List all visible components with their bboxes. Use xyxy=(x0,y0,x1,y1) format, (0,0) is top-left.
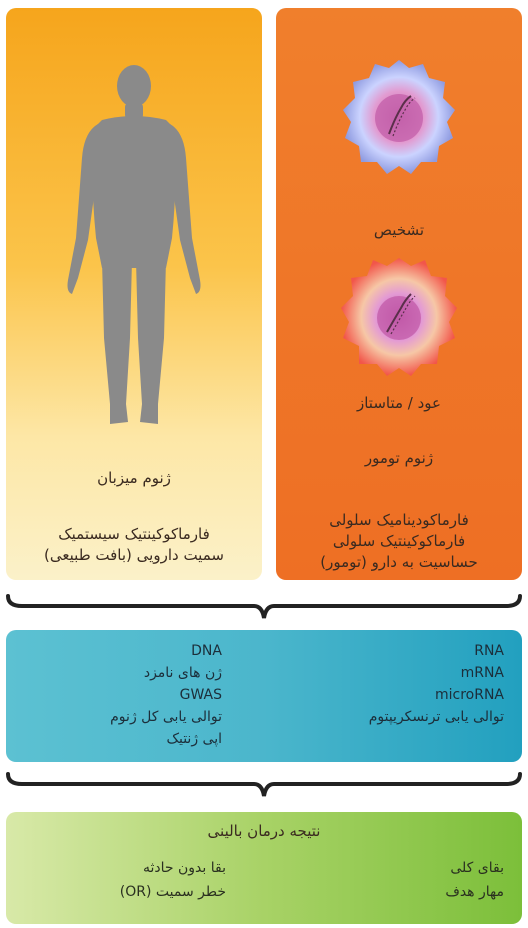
outcome-panel: نتیجه درمان بالینی بقای کلی مهار هدف بقا… xyxy=(6,812,522,924)
tumor-panel: تشخیص عود / متاستاز ژنوم تومور فارماکودی… xyxy=(276,8,522,580)
tumor-genome-label: ژنوم تومور xyxy=(276,448,522,469)
omics-item: microRNA xyxy=(369,684,504,706)
host-genome-label: ژنوم میزبان xyxy=(6,468,262,489)
tumor-line: فارماکودینامیک سلولی xyxy=(276,510,522,531)
omics-item: DNA xyxy=(110,640,222,662)
brace-connector xyxy=(6,592,522,622)
host-line: فارماکوکینتیک سیستمیک xyxy=(6,524,262,545)
omics-item: توالی یابی کل ژنوم xyxy=(110,706,222,728)
tumor-line: فارماکوکینتیک سلولی xyxy=(276,531,522,552)
tumor-relapse-label: عود / متاستاز xyxy=(276,393,522,414)
tumor-description: فارماکودینامیک سلولی فارماکوکینتیک سلولی… xyxy=(276,510,522,573)
omics-item: توالی یابی ترنسکریپتوم xyxy=(369,706,504,728)
outcome-right-column: بقای کلی مهار هدف xyxy=(445,856,504,904)
tumor-cell-relapse-icon xyxy=(329,248,469,388)
outcome-left-column: بقا بدون حادثه خطر سمیت (OR) xyxy=(120,856,226,904)
omics-panel: RNA mRNA microRNA توالی یابی ترنسکریپتوم… xyxy=(6,630,522,762)
outcome-item: بقای کلی xyxy=(445,856,504,880)
omics-item: RNA xyxy=(369,640,504,662)
dna-column: DNA ژن های نامزد GWAS توالی یابی کل ژنوم… xyxy=(110,640,222,750)
brace-connector xyxy=(6,770,522,800)
omics-item: اپی ژنتیک xyxy=(110,728,222,750)
outcome-item: خطر سمیت (OR) xyxy=(120,880,226,904)
tumor-diagnosis-label: تشخیص xyxy=(276,220,522,241)
tumor-cell-diagnosis-icon xyxy=(329,48,469,188)
tumor-line: حساسیت به دارو (تومور) xyxy=(276,552,522,573)
outcome-item: بقا بدون حادثه xyxy=(120,856,226,880)
omics-item: mRNA xyxy=(369,662,504,684)
host-description: فارماکوکینتیک سیستمیک سمیت دارویی (بافت … xyxy=(6,524,262,566)
omics-item: GWAS xyxy=(110,684,222,706)
human-silhouette-icon xyxy=(6,8,262,448)
outcome-title: نتیجه درمان بالینی xyxy=(6,822,522,840)
omics-item: ژن های نامزد xyxy=(110,662,222,684)
outcome-item: مهار هدف xyxy=(445,880,504,904)
host-panel: ژنوم میزبان فارماکوکینتیک سیستمیک سمیت د… xyxy=(6,8,262,580)
rna-column: RNA mRNA microRNA توالی یابی ترنسکریپتوم xyxy=(369,640,504,728)
host-line: سمیت دارویی (بافت طبیعی) xyxy=(6,545,262,566)
